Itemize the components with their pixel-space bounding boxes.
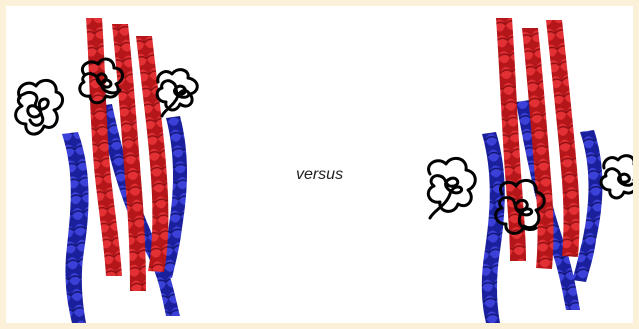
left-blue-helix-1 [62,132,89,323]
right-blue-helix-1 [482,132,505,323]
protein-structures-illustration [6,6,633,323]
left-disordered-domain-1 [16,80,63,134]
left-disordered-domain-3 [157,70,197,116]
figure-frame: versus [6,6,633,323]
comparison-caption: versus [6,166,633,184]
